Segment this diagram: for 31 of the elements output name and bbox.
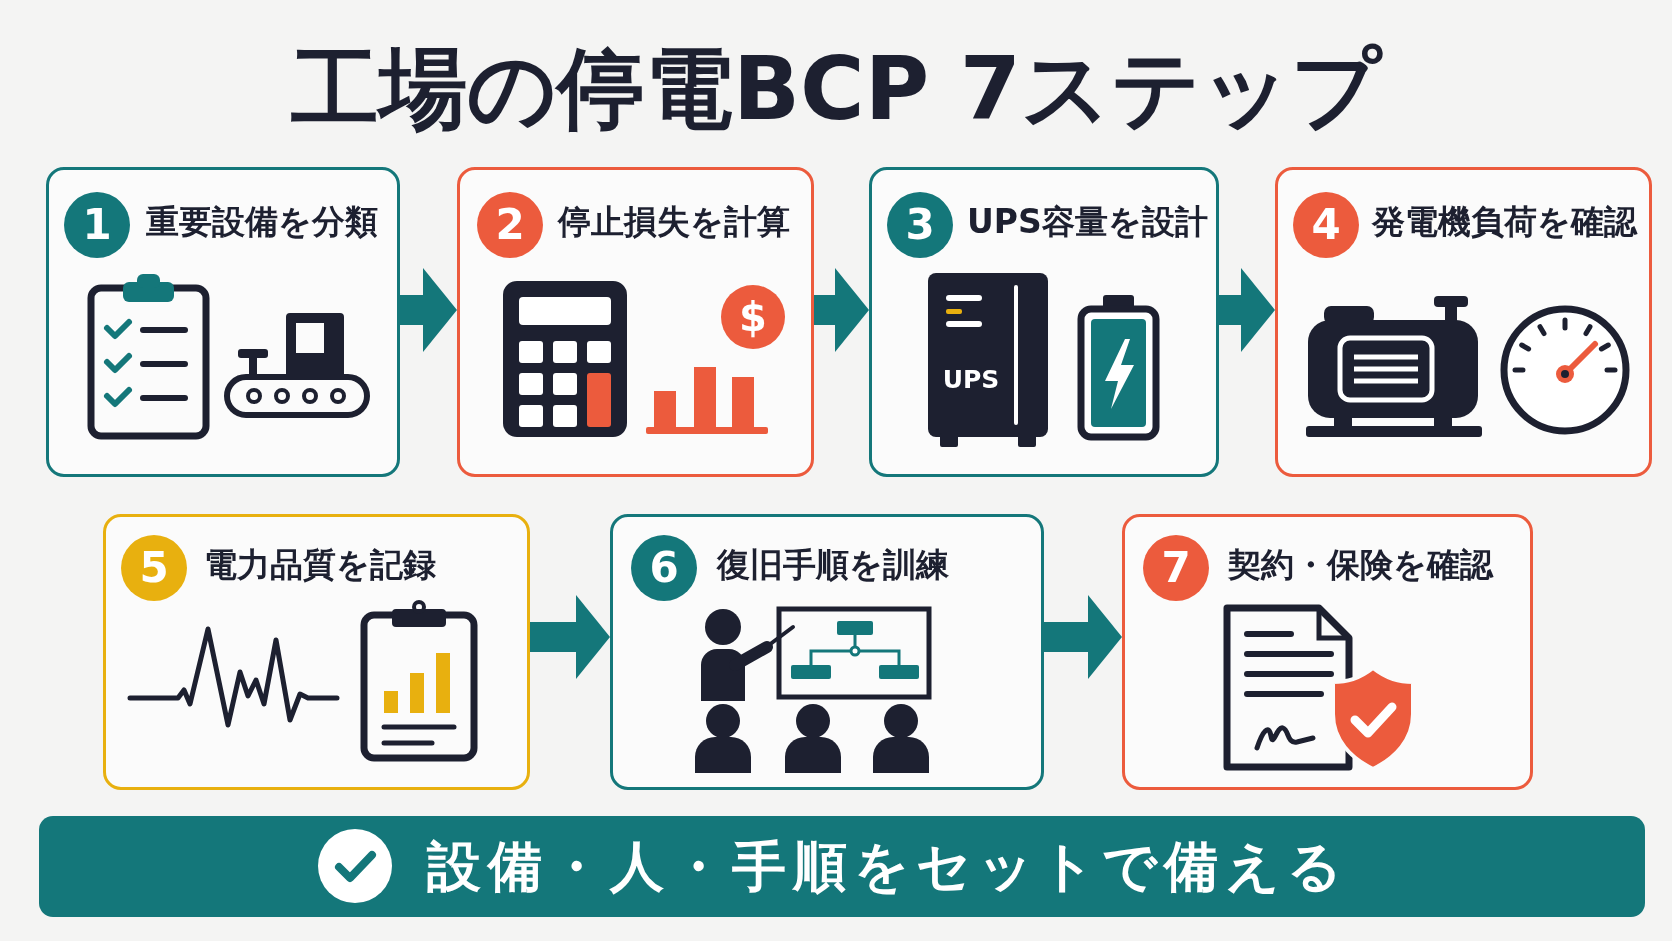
summary-banner bbox=[39, 816, 1645, 917]
step-title: 発電機負荷を確認 bbox=[1372, 202, 1637, 242]
step-title: 復旧手順を訓練 bbox=[717, 545, 949, 585]
arrow bbox=[530, 595, 610, 679]
step-number: 6 bbox=[631, 535, 697, 601]
title: 工場の停電BCP 7ステップ bbox=[291, 37, 1381, 140]
step-title: 契約・保険を確認 bbox=[1228, 545, 1493, 585]
ups-label: UPS bbox=[942, 365, 1000, 395]
step-number: 1 bbox=[64, 192, 130, 258]
step-card bbox=[610, 514, 1044, 790]
step-card bbox=[869, 167, 1219, 477]
step-number: 2 bbox=[477, 192, 543, 258]
step-title: 電力品質を記録 bbox=[204, 545, 436, 585]
arrow bbox=[400, 268, 457, 352]
arrow bbox=[1219, 268, 1275, 352]
arrow bbox=[1044, 595, 1122, 679]
step-title: 停止損失を計算 bbox=[558, 202, 790, 242]
step-card bbox=[457, 167, 814, 477]
summary-text: 設備・人・手順をセットで備える bbox=[427, 834, 1349, 899]
arrow bbox=[814, 268, 869, 352]
step-number: 7 bbox=[1143, 535, 1209, 601]
step-card bbox=[103, 514, 530, 790]
step-card bbox=[1275, 167, 1652, 477]
step-number: 3 bbox=[887, 192, 953, 258]
step-number: 5 bbox=[121, 535, 187, 601]
dollar-coin: $ bbox=[721, 285, 785, 349]
step-title: UPS容量を設計 bbox=[967, 202, 1208, 242]
step-title: 重要設備を分類 bbox=[146, 202, 378, 242]
step-number: 4 bbox=[1293, 192, 1359, 258]
step-card bbox=[1122, 514, 1533, 790]
step-card bbox=[46, 167, 400, 477]
